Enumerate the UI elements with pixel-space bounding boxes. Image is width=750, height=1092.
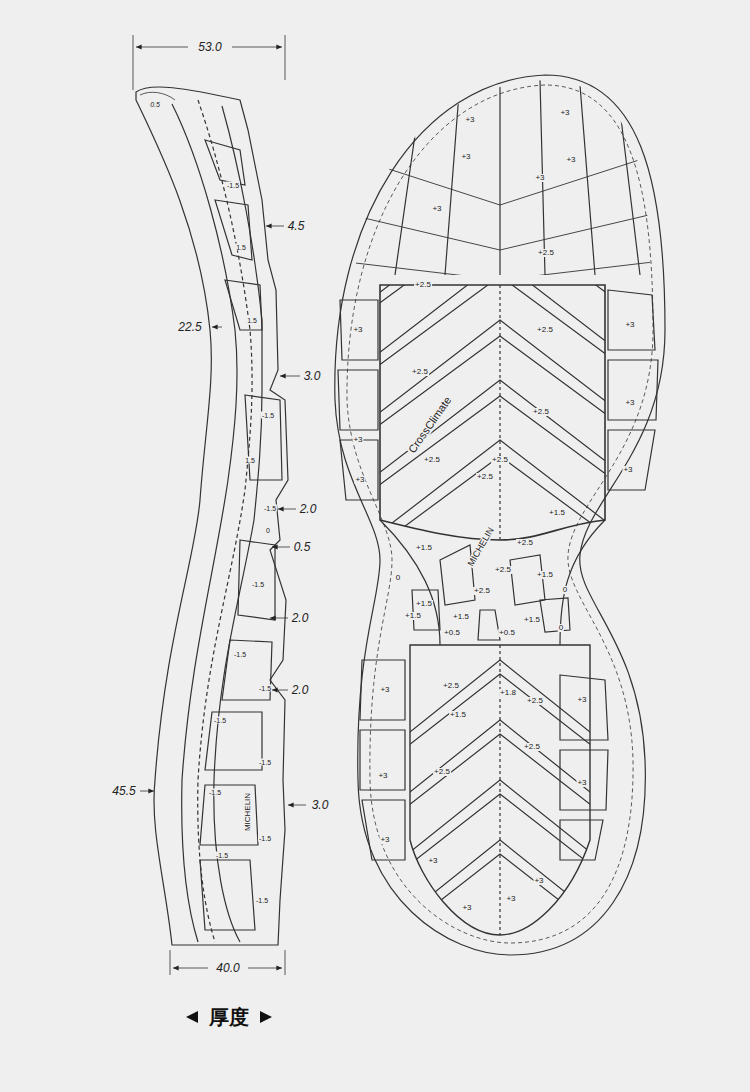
thickness-note: +2.5 bbox=[523, 743, 541, 751]
dimension-label: 4.5 bbox=[287, 220, 306, 232]
thickness-note: 1.5 bbox=[244, 457, 256, 464]
thickness-note: +1.5 bbox=[415, 600, 433, 608]
thickness-note: MICHELIN bbox=[244, 792, 252, 832]
thickness-note: -1.5 bbox=[215, 852, 229, 859]
thickness-note: +3 bbox=[534, 174, 545, 182]
thickness-note: -1.5 bbox=[255, 897, 269, 904]
thickness-note: CrossClimate bbox=[406, 394, 454, 456]
thickness-note: +3 bbox=[559, 109, 570, 117]
thickness-note: 1.5 bbox=[235, 244, 247, 251]
thickness-note: -1.5 bbox=[213, 717, 227, 724]
thickness-note: 0 bbox=[562, 586, 568, 594]
dimension-label: 0.5 bbox=[149, 101, 161, 108]
thickness-note: +3 bbox=[377, 772, 388, 780]
thickness-note: -1.5 bbox=[233, 651, 247, 658]
thickness-note: +1.5 bbox=[548, 509, 566, 517]
thickness-note: +2.5 bbox=[494, 566, 512, 574]
thickness-note: +3 bbox=[464, 116, 475, 124]
dimension-label: 22.5 bbox=[177, 321, 202, 333]
thickness-note: +2.5 bbox=[414, 281, 432, 289]
thickness-note: +3 bbox=[533, 877, 544, 885]
thickness-note: 0 bbox=[558, 624, 564, 632]
thickness-note: +2.5 bbox=[536, 326, 554, 334]
thickness-note: -1.5 bbox=[226, 182, 240, 189]
thickness-note: -1.5 bbox=[258, 835, 272, 842]
thickness-note: 0 bbox=[395, 574, 401, 582]
thickness-note: +1.5 bbox=[415, 544, 433, 552]
thickness-note: +1.5 bbox=[452, 613, 470, 621]
thickness-note: +3 bbox=[624, 321, 635, 329]
thickness-note: +2.5 bbox=[442, 682, 460, 690]
thickness-note: +2.5 bbox=[411, 368, 429, 376]
thickness-note: +2.5 bbox=[433, 768, 451, 776]
thickness-note: +3 bbox=[354, 476, 365, 484]
dimension-label: 3.0 bbox=[311, 799, 330, 811]
thickness-note: +2.5 bbox=[491, 456, 509, 464]
dimension-label: 0.5 bbox=[293, 541, 312, 553]
dimension-label: 45.5 bbox=[111, 785, 136, 797]
thickness-note: +1.5 bbox=[536, 571, 554, 579]
thickness-note: -1.5 bbox=[251, 581, 265, 588]
dimension-label: 40.0 bbox=[215, 962, 240, 974]
thickness-note: +2.5 bbox=[526, 697, 544, 705]
thickness-note: +3 bbox=[565, 156, 576, 164]
thickness-note: +3 bbox=[352, 436, 363, 444]
thickness-note: +2.5 bbox=[537, 249, 555, 257]
dimension-label: 2.0 bbox=[299, 503, 318, 515]
thickness-note: +1.5 bbox=[404, 612, 422, 620]
dimension-label: 2.0 bbox=[291, 612, 310, 624]
thickness-note: -1.5 bbox=[263, 505, 277, 512]
thickness-note: 1.5 bbox=[246, 317, 258, 324]
thickness-note: 0 bbox=[265, 527, 271, 534]
thickness-note: +3 bbox=[461, 904, 472, 912]
dimension-label: 2.0 bbox=[291, 684, 310, 696]
thickness-note: +1.5 bbox=[449, 711, 467, 719]
thickness-note: +0.5 bbox=[443, 629, 461, 637]
thickness-note: +2.5 bbox=[423, 456, 441, 464]
thickness-note: +1.8 bbox=[499, 689, 517, 697]
thickness-note: +2.5 bbox=[476, 473, 494, 481]
thickness-note: +3 bbox=[379, 836, 390, 844]
thickness-note: +2.5 bbox=[532, 408, 550, 416]
thickness-note: +0.5 bbox=[498, 629, 516, 637]
caption: 厚度 bbox=[208, 1007, 250, 1027]
thickness-note: -1.5 bbox=[258, 759, 272, 766]
thickness-note: +3 bbox=[379, 686, 390, 694]
thickness-note: +3 bbox=[576, 696, 587, 704]
thickness-note: +3 bbox=[352, 326, 363, 334]
thickness-note: +2.5 bbox=[473, 587, 491, 595]
thickness-note: -1.5 bbox=[258, 685, 272, 692]
thickness-note: +3 bbox=[427, 857, 438, 865]
thickness-note: +1.5 bbox=[523, 616, 541, 624]
thickness-note: -1.5 bbox=[208, 789, 222, 796]
dimension-label: 53.0 bbox=[197, 41, 222, 53]
thickness-note: +3 bbox=[624, 399, 635, 407]
thickness-note: +2.5 bbox=[516, 539, 534, 547]
dimension-label: 3.0 bbox=[303, 370, 322, 382]
thickness-note: +3 bbox=[505, 895, 516, 903]
thickness-note: +3 bbox=[460, 153, 471, 161]
thickness-note: +3 bbox=[431, 205, 442, 213]
thickness-note: +3 bbox=[576, 779, 587, 787]
thickness-note: -1.5 bbox=[261, 412, 275, 419]
thickness-note: +3 bbox=[622, 466, 633, 474]
